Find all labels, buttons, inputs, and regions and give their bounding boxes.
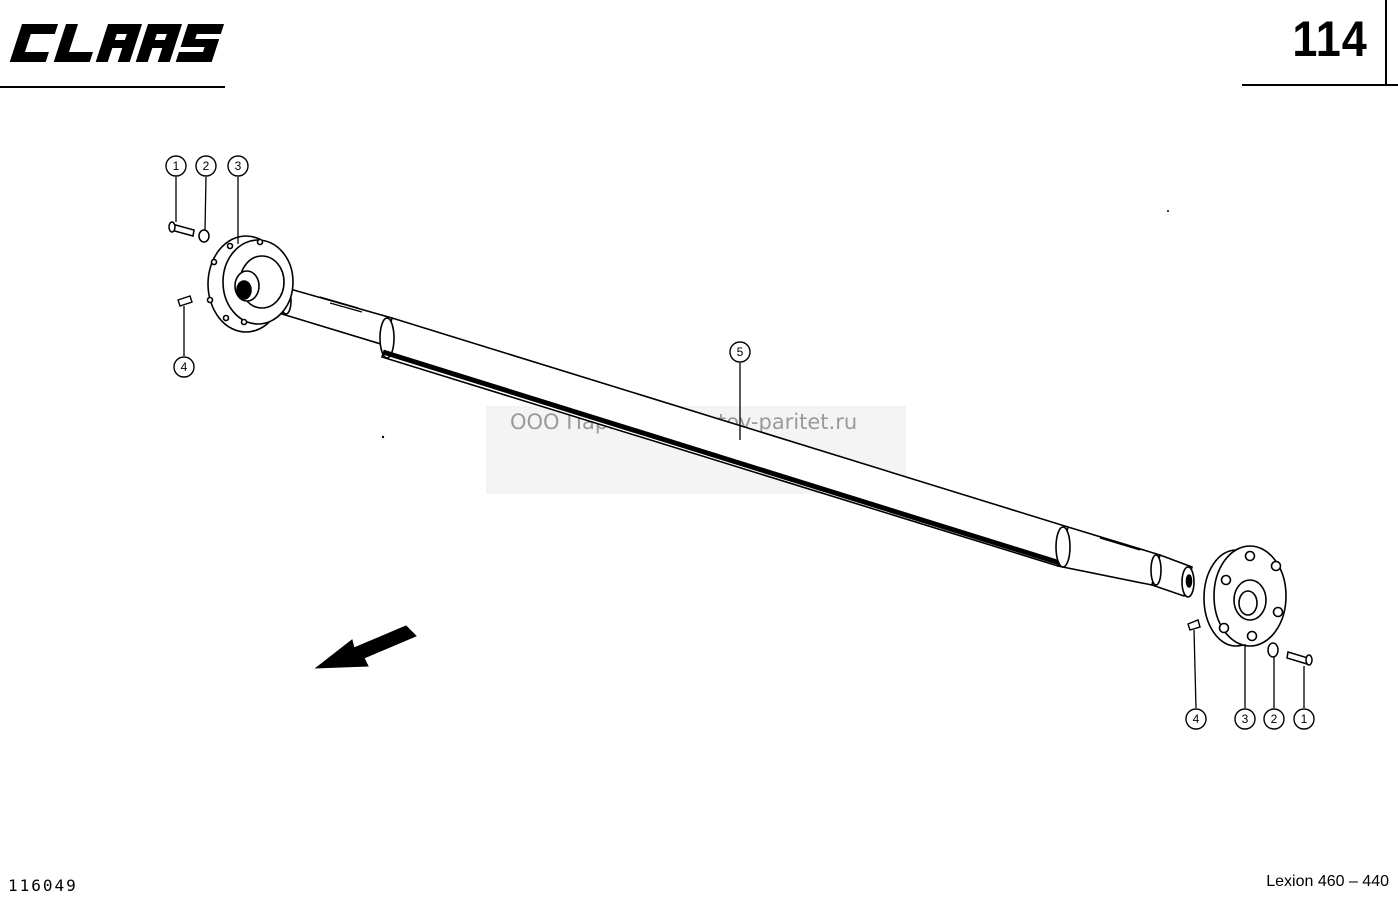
model-label: Lexion 460 – 440 [1266, 873, 1389, 890]
callout-2-right [1263, 708, 1285, 730]
callout-1-left-label: 1 [173, 159, 180, 173]
page-number: 114 [1292, 11, 1368, 67]
callout-3-left-label: 3 [235, 159, 242, 173]
header-rule-right [1242, 84, 1398, 86]
claas-logo [9, 24, 225, 62]
callout-3-right-label: 3 [1242, 712, 1249, 726]
left-bearing-flange [206, 235, 294, 333]
right-bolt [1286, 651, 1313, 666]
stray-dot [381, 435, 385, 439]
direction-arrow-icon [314, 625, 417, 669]
stray-dot [1167, 210, 1169, 212]
left-bolt [168, 221, 195, 237]
callout-4-right [1185, 708, 1207, 730]
callout-1-right-label: 1 [1301, 712, 1308, 726]
callout-4-left-label: 4 [181, 360, 188, 374]
callout-4-left [173, 356, 195, 378]
callouts [165, 155, 1315, 730]
header-rule-left [0, 86, 225, 88]
left-pin [177, 295, 193, 307]
shaft [280, 287, 1195, 598]
header-rule-vertical [1385, 0, 1387, 84]
right-bearing-flange [1203, 545, 1287, 647]
callout-2-right-label: 2 [1271, 712, 1278, 726]
left-washer [198, 229, 210, 243]
callout-5-label: 5 [737, 345, 744, 359]
right-washer [1267, 642, 1279, 658]
callout-2-left-label: 2 [203, 159, 210, 173]
callout-4-right-label: 4 [1193, 712, 1200, 726]
callout-3-right [1234, 708, 1256, 730]
leader-lines [175, 176, 1305, 709]
drawing-number: 116049 [8, 876, 78, 895]
callout-3-left [227, 155, 249, 177]
callout-1-right [1293, 708, 1315, 730]
callout-1-left [165, 155, 187, 177]
callout-2-left [195, 155, 217, 177]
right-pin [1187, 619, 1201, 631]
callout-5 [729, 341, 751, 363]
